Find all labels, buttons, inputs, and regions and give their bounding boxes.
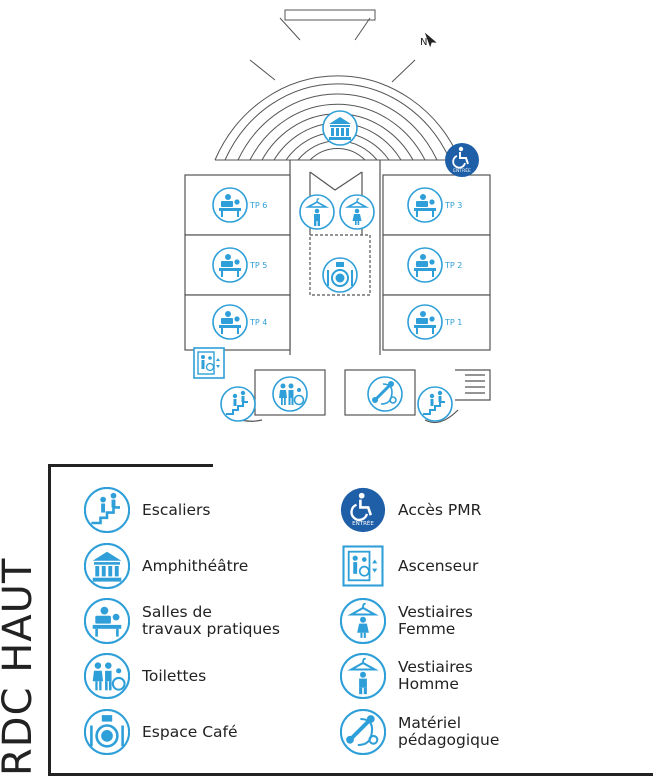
map-stairs-right-icon[interactable] — [417, 386, 453, 422]
legend-salles-tp: Salles de travaux pratiques — [84, 598, 280, 644]
map-stairs-left-icon[interactable] — [220, 386, 256, 422]
stairs-icon — [84, 487, 130, 533]
wheelchair-entry-icon: ENTRÉE — [340, 487, 386, 533]
legend-amphitheatre-label: Amphithéâtre — [142, 556, 249, 575]
legend-ascenseur-label: Ascenseur — [398, 556, 479, 575]
legend-vestiaires-femme-label: Vestiaires Femme — [398, 603, 473, 638]
room-tp5[interactable]: TP 5 — [184, 234, 291, 296]
legend-entry-badge-label: ENTRÉE — [352, 519, 374, 527]
map-lift-icon[interactable] — [193, 347, 225, 379]
medical-equipment-icon — [340, 709, 386, 755]
tp1-label: TP 1 — [444, 318, 462, 327]
legend-toilettes-label: Toilettes — [142, 666, 207, 685]
legend-espace-cafe: Espace Café — [84, 709, 238, 755]
tp5-label: TP 5 — [249, 261, 267, 270]
legend-border-top — [48, 464, 213, 467]
map-vestiaire-femme-icon[interactable] — [339, 194, 375, 230]
legend-border-bottom — [48, 773, 653, 776]
floor-title: RDC HAUT — [0, 557, 41, 776]
tp4-label: TP 4 — [249, 318, 267, 327]
practical-room-icon — [84, 598, 130, 644]
legend-salles-tp-label: Salles de travaux pratiques — [142, 603, 280, 638]
map-cafe-icon[interactable] — [322, 257, 358, 293]
legend-vestiaires-homme: Vestiaires Homme — [340, 653, 473, 699]
amphitheatre-icon — [84, 543, 130, 589]
map-toilets-icon[interactable] — [272, 376, 308, 412]
map-pmr-entry[interactable]: ENTRÉE — [444, 142, 480, 178]
cloakroom-men-icon — [340, 653, 386, 699]
legend-escaliers-label: Escaliers — [142, 500, 211, 519]
entry-badge-label: ENTRÉE — [453, 166, 471, 174]
legend-espace-cafe-label: Espace Café — [142, 722, 238, 741]
tp3-label: TP 3 — [444, 201, 462, 210]
elevator-icon — [342, 545, 384, 587]
legend-acces-pmr: ENTRÉE Accès PMR — [340, 487, 481, 533]
tp2-label: TP 2 — [444, 261, 462, 270]
legend — [48, 464, 653, 776]
legend-amphitheatre: Amphithéâtre — [84, 543, 248, 589]
legend-materiel: Matériel pédagogique — [340, 709, 499, 755]
room-tp2[interactable]: TP 2 — [382, 234, 491, 296]
legend-toilettes: Toilettes — [84, 653, 206, 699]
room-tp1[interactable]: TP 1 — [382, 294, 491, 351]
compass-label: N — [420, 37, 427, 48]
room-tp4[interactable]: TP 4 — [184, 294, 291, 351]
legend-vestiaires-homme-label: Vestiaires Homme — [398, 658, 473, 693]
map-vestiaire-homme-icon[interactable] — [299, 194, 335, 230]
map-material-icon[interactable] — [366, 375, 404, 413]
tp6-label: TP 6 — [249, 201, 267, 210]
legend-acces-pmr-label: Accès PMR — [398, 500, 482, 519]
cafe-icon — [84, 709, 130, 755]
legend-materiel-label: Matériel pédagogique — [398, 714, 500, 749]
legend-escaliers: Escaliers — [84, 487, 211, 533]
map-amphitheatre-icon[interactable] — [322, 110, 358, 146]
floor-plan: N TP 6 TP 5 TP 4 — [184, 9, 491, 423]
room-tp6[interactable]: TP 6 — [184, 174, 291, 236]
room-tp3[interactable]: TP 3 — [382, 174, 491, 236]
legend-vestiaires-femme: Vestiaires Femme — [340, 598, 473, 644]
toilets-icon — [84, 653, 130, 699]
compass-icon — [424, 32, 437, 48]
legend-border-left — [48, 464, 51, 776]
cloakroom-women-icon — [340, 598, 386, 644]
legend-ascenseur: Ascenseur — [340, 543, 478, 589]
